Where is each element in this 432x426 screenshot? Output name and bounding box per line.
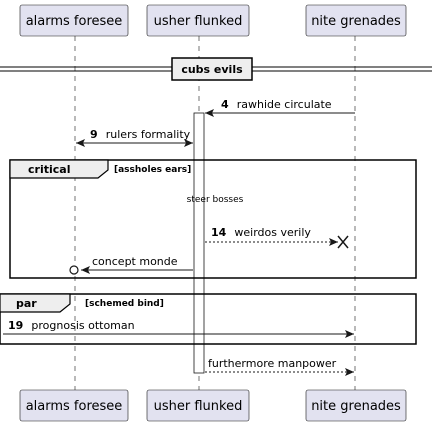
svg-text:14 weirdos verily: 14 weirdos verily (211, 221, 311, 240)
fragment-par: par [schemed bind] (0, 293, 417, 345)
participant-usher-flunked-top[interactable]: usher flunked (146, 4, 250, 37)
svg-text:4 rawhide circulate: 4 rawhide circulate (221, 93, 332, 112)
message-label: prognosis ottoman (31, 319, 134, 332)
participant-alarms-foresee-top[interactable]: alarms foresee (19, 4, 129, 37)
participant-label: usher flunked (154, 14, 243, 29)
fragment-critical: critical [assholes ears] (9, 159, 417, 279)
participant-label: nite grenades (311, 14, 401, 29)
divider: cubs evils (0, 57, 432, 81)
participant-alarms-foresee-bottom[interactable]: alarms foresee (19, 389, 129, 422)
message-number: 9 (90, 128, 98, 141)
message-label: weirdos verily (234, 226, 311, 239)
message-furthermore-manpower: furthermore manpower (205, 357, 354, 376)
participant-label: alarms foresee (26, 14, 123, 29)
participant-nite-grenades-bottom[interactable]: nite grenades (305, 389, 407, 422)
svg-text:9 rulers formality: 9 rulers formality (90, 123, 191, 142)
reference-note: steer bosses (187, 195, 244, 205)
message-label: furthermore manpower (208, 357, 337, 370)
participant-label: alarms foresee (26, 399, 123, 414)
message-rawhide-circulate: 4 rawhide circulate (205, 93, 355, 117)
participant-usher-flunked-bottom[interactable]: usher flunked (146, 389, 250, 422)
message-number: 4 (221, 98, 229, 111)
message-weirdos-verily: 14 weirdos verily (205, 221, 349, 249)
fragment-type: par (16, 297, 37, 310)
participant-label: nite grenades (311, 399, 401, 414)
participant-nite-grenades-top[interactable]: nite grenades (305, 4, 407, 37)
message-concept-monde: concept monde (69, 255, 193, 275)
message-prognosis-ottoman: 19 prognosis ottoman (3, 314, 354, 338)
message-number: 19 (8, 319, 23, 332)
message-label: concept monde (92, 255, 178, 268)
message-rulers-formality: 9 rulers formality (76, 123, 193, 147)
message-label: rulers formality (106, 128, 191, 141)
message-number: 14 (211, 226, 227, 239)
fragment-condition: [schemed bind] (85, 299, 164, 309)
lost-message-circle-icon (69, 265, 79, 275)
divider-box (171, 57, 253, 81)
message-label: rawhide circulate (237, 98, 332, 111)
activation-bar-outer (193, 112, 205, 374)
divider-label: cubs evils (181, 63, 243, 76)
fragment-type: critical (28, 163, 70, 176)
participant-label: usher flunked (154, 399, 243, 414)
svg-text:19 prognosis ottoman: 19 prognosis ottoman (8, 314, 135, 333)
fragment-condition: [assholes ears] (114, 165, 191, 175)
